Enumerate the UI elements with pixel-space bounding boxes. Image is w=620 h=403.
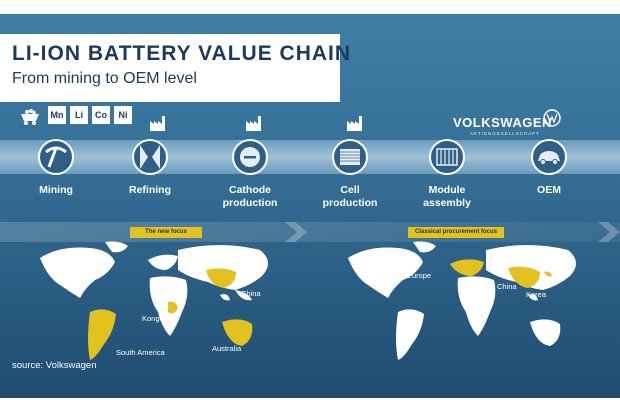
mineral-mn: Mn	[48, 106, 66, 124]
mineral-li: Li	[70, 106, 88, 124]
brand-tagline: AKTIENGESELLSCHAFT	[470, 131, 540, 136]
source-note: source: Volkswagen	[12, 360, 97, 371]
mineral-co: Co	[92, 106, 110, 124]
world-map-left	[40, 241, 269, 360]
focus-tag-new: The new focus	[130, 227, 202, 238]
focus-arrow-right	[598, 222, 620, 242]
label-china-right: China	[497, 282, 517, 291]
vw-logo-icon	[543, 109, 561, 127]
label-europe: Europe	[407, 271, 432, 280]
refining-icon	[132, 139, 168, 175]
title-box	[0, 34, 340, 102]
label-korea: Korea	[526, 290, 547, 299]
factory-icon-cell	[347, 116, 362, 131]
label-south-america: South America	[116, 348, 165, 357]
mine-cart-icon	[21, 109, 39, 125]
cathode-icon	[232, 139, 268, 175]
stage-label-cathode: Cathode production	[222, 184, 278, 209]
factory-icon-refining	[150, 116, 165, 131]
focus-divider	[0, 222, 620, 242]
value-chain-band	[0, 140, 620, 174]
stage-label-cell: Cell production	[322, 184, 378, 209]
stage-label-mining: Mining	[39, 184, 73, 196]
slide-subtitle: From mining to OEM level	[12, 70, 197, 87]
label-australia: Australia	[212, 344, 242, 353]
pickaxe-icon	[38, 139, 74, 175]
slide-title: LI-ION BATTERY VALUE CHAIN	[12, 42, 352, 65]
module-icon	[429, 139, 465, 175]
world-map-right	[348, 241, 577, 360]
focus-tag-classical: Classical procurement focus	[408, 227, 504, 238]
mineral-ni: Ni	[114, 106, 132, 124]
cell-icon	[332, 139, 368, 175]
label-kongo: Kongo	[142, 314, 164, 323]
car-icon	[531, 139, 567, 175]
stage-label-refining: Refining	[129, 184, 171, 196]
brand-name: VOLKSWAGEN	[453, 115, 552, 130]
factory-icon-cathode	[246, 116, 261, 131]
stage-label-oem: OEM	[537, 184, 561, 196]
label-china-left: China	[241, 289, 261, 298]
focus-arrow-left	[285, 222, 307, 242]
stage-label-module: Module assembly	[423, 184, 471, 209]
